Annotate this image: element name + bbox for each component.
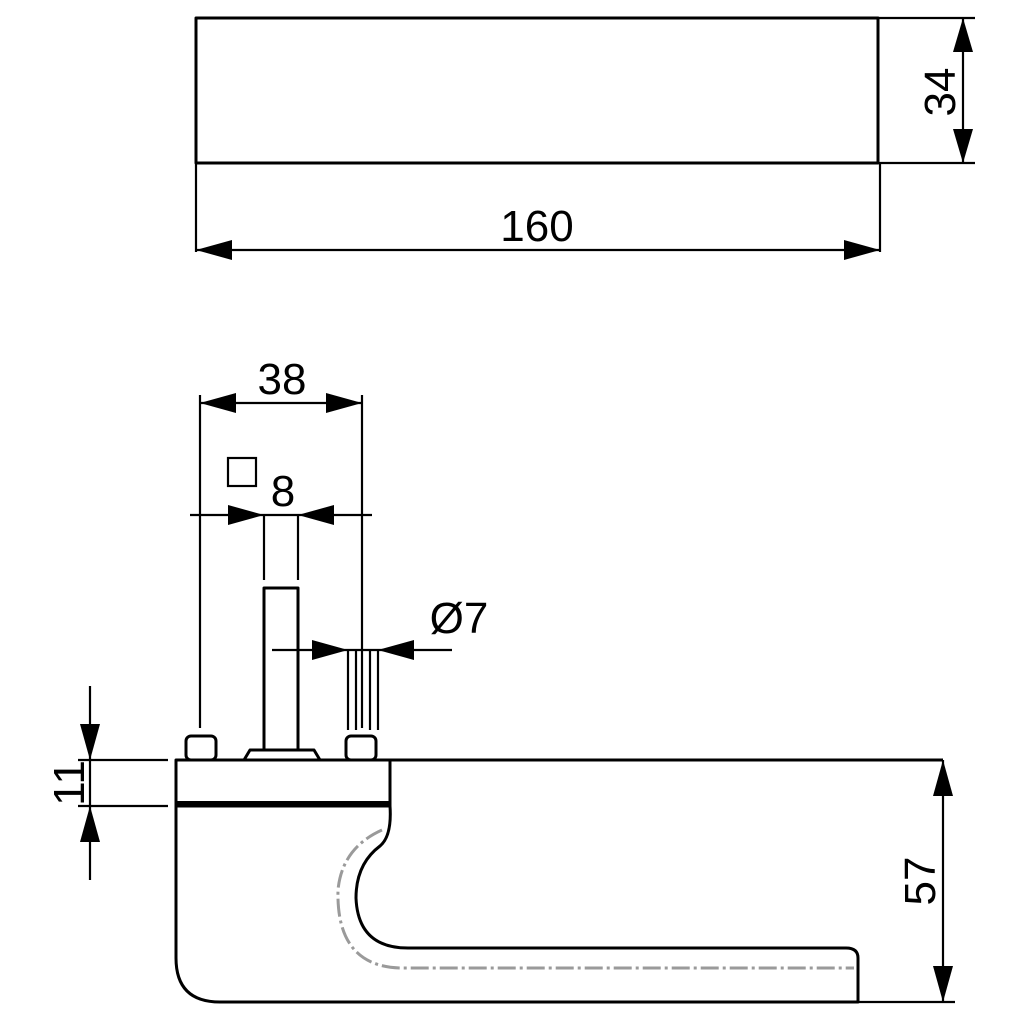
dimension-pin-diameter-7: Ø7 — [272, 594, 488, 660]
dimension-arrow — [953, 129, 973, 163]
dimension-arrow — [933, 760, 953, 796]
dimension-arrow — [933, 966, 953, 1002]
dimension-label-57: 57 — [896, 857, 945, 906]
dimension-arrow — [298, 505, 334, 525]
lever-hidden-contour — [336, 828, 854, 970]
square-spindle — [262, 586, 300, 752]
dimension-label-8: 8 — [271, 467, 295, 516]
dimension-arrow — [312, 640, 348, 660]
dimension-arrow — [844, 240, 880, 260]
lever-outline — [174, 758, 943, 1004]
pin-diameter-lines — [346, 650, 380, 730]
dimension-label-7: Ø7 — [430, 594, 489, 643]
square-symbol-icon — [226, 456, 258, 488]
fixing-pin-left — [184, 734, 218, 762]
dimension-arrow — [80, 724, 100, 760]
top-view: 34 160 — [194, 16, 975, 260]
side-view: 38 8 Ø7 11 — [45, 355, 955, 1004]
dimension-label-11: 11 — [45, 760, 94, 806]
handle-top-outline — [194, 16, 880, 165]
dimension-arrow — [196, 240, 232, 260]
dimension-arrow — [378, 640, 414, 660]
dimension-label-38: 38 — [258, 355, 307, 404]
dimension-rose-thickness-11: 11 — [45, 686, 168, 880]
dimension-arrow — [953, 18, 973, 52]
dimension-arrow — [80, 806, 100, 842]
dimension-length-160: 160 — [194, 163, 882, 260]
dimension-label-34: 34 — [916, 68, 965, 117]
dimension-spacing-38: 38 — [198, 355, 364, 728]
dimension-arrow — [228, 505, 264, 525]
dimension-arrow — [326, 393, 362, 413]
dimension-square-spindle-8: 8 — [190, 456, 372, 525]
rose-plate — [174, 758, 392, 808]
dimension-arrow — [200, 393, 236, 413]
dimension-label-160: 160 — [500, 202, 573, 251]
fixing-pin-right — [344, 734, 378, 762]
dimension-height-34: 34 — [878, 16, 975, 165]
dimension-handle-height-57: 57 — [858, 760, 955, 1004]
